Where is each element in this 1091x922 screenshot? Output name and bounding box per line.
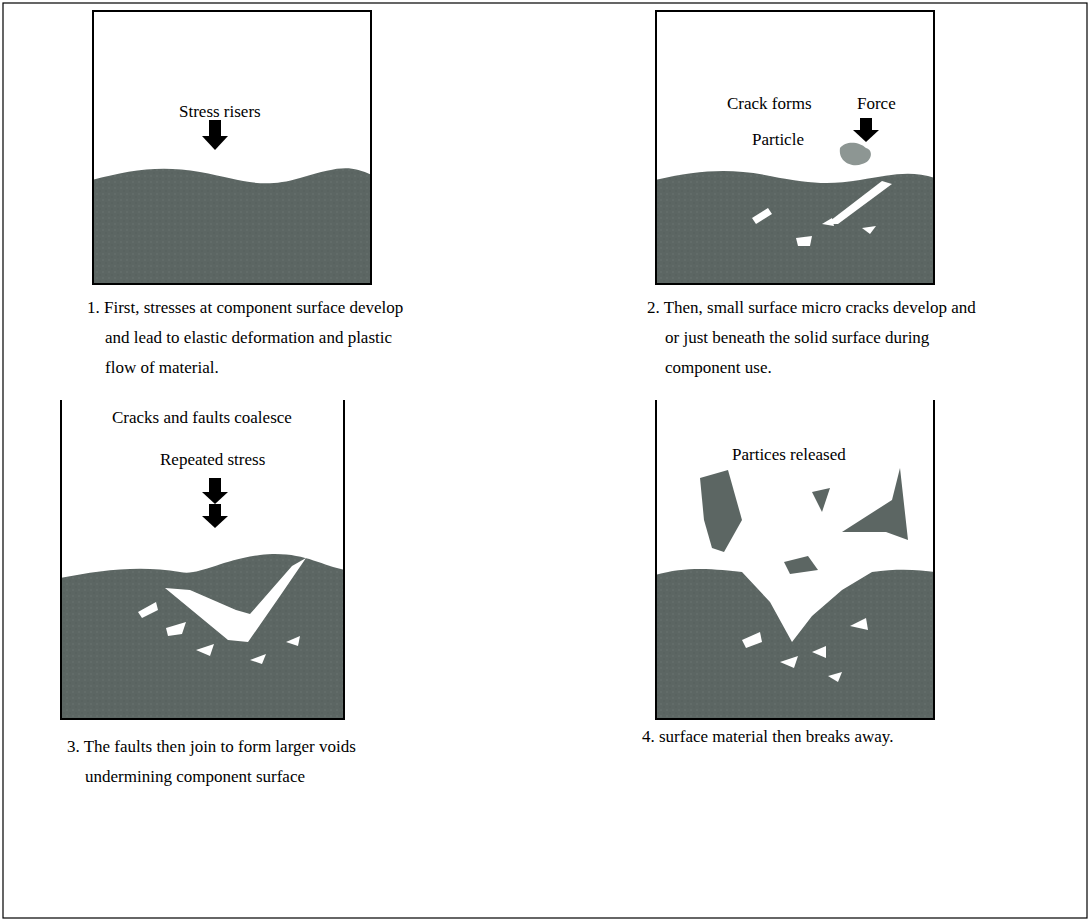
material-surface: [92, 168, 372, 285]
panel-label: Repeated stress: [160, 450, 265, 470]
stage-panel: Stress risers1. First, stresses at compo…: [92, 10, 372, 285]
panel-label: Particle: [752, 130, 804, 150]
material-surface: [60, 554, 345, 720]
stage-panel: Partices released4. surface material the…: [655, 400, 935, 720]
force-arrow: [202, 492, 228, 504]
outer-frame: [3, 3, 1087, 918]
force-arrow: [853, 130, 879, 142]
particle: [840, 143, 871, 165]
force-arrow: [202, 136, 228, 150]
panel-label: Force: [857, 94, 896, 114]
force-arrow: [209, 504, 221, 516]
panel-label: Partices released: [732, 445, 846, 465]
stage-caption: 4. surface material then breaks away.: [642, 722, 1042, 752]
material-surface: [655, 171, 935, 285]
panel-label: Cracks and faults coalesce: [112, 408, 292, 428]
coalesced-void: [165, 558, 306, 642]
crack: [826, 181, 892, 224]
stage-caption: 2. Then, small surface micro cracks deve…: [647, 293, 987, 383]
panel-label: Crack forms: [727, 94, 812, 114]
stage-caption: 3. The faults then join to form larger v…: [67, 732, 387, 792]
force-arrow: [209, 120, 221, 136]
force-arrow: [209, 478, 221, 492]
micro-voids: [742, 618, 868, 682]
stage-panel: Cracks and faults coalesceRepeated stres…: [60, 400, 345, 720]
material-surface: [655, 569, 935, 720]
micro-voids: [138, 602, 300, 664]
force-arrow: [860, 118, 872, 130]
stage-panel: Crack formsForceParticle2. Then, small s…: [655, 10, 935, 285]
released-particles: [700, 468, 908, 574]
stage-caption: 1. First, stresses at component surface …: [87, 293, 427, 383]
force-arrow: [202, 516, 228, 528]
micro-voids: [752, 208, 876, 246]
panel-label: Stress risers: [179, 102, 261, 122]
